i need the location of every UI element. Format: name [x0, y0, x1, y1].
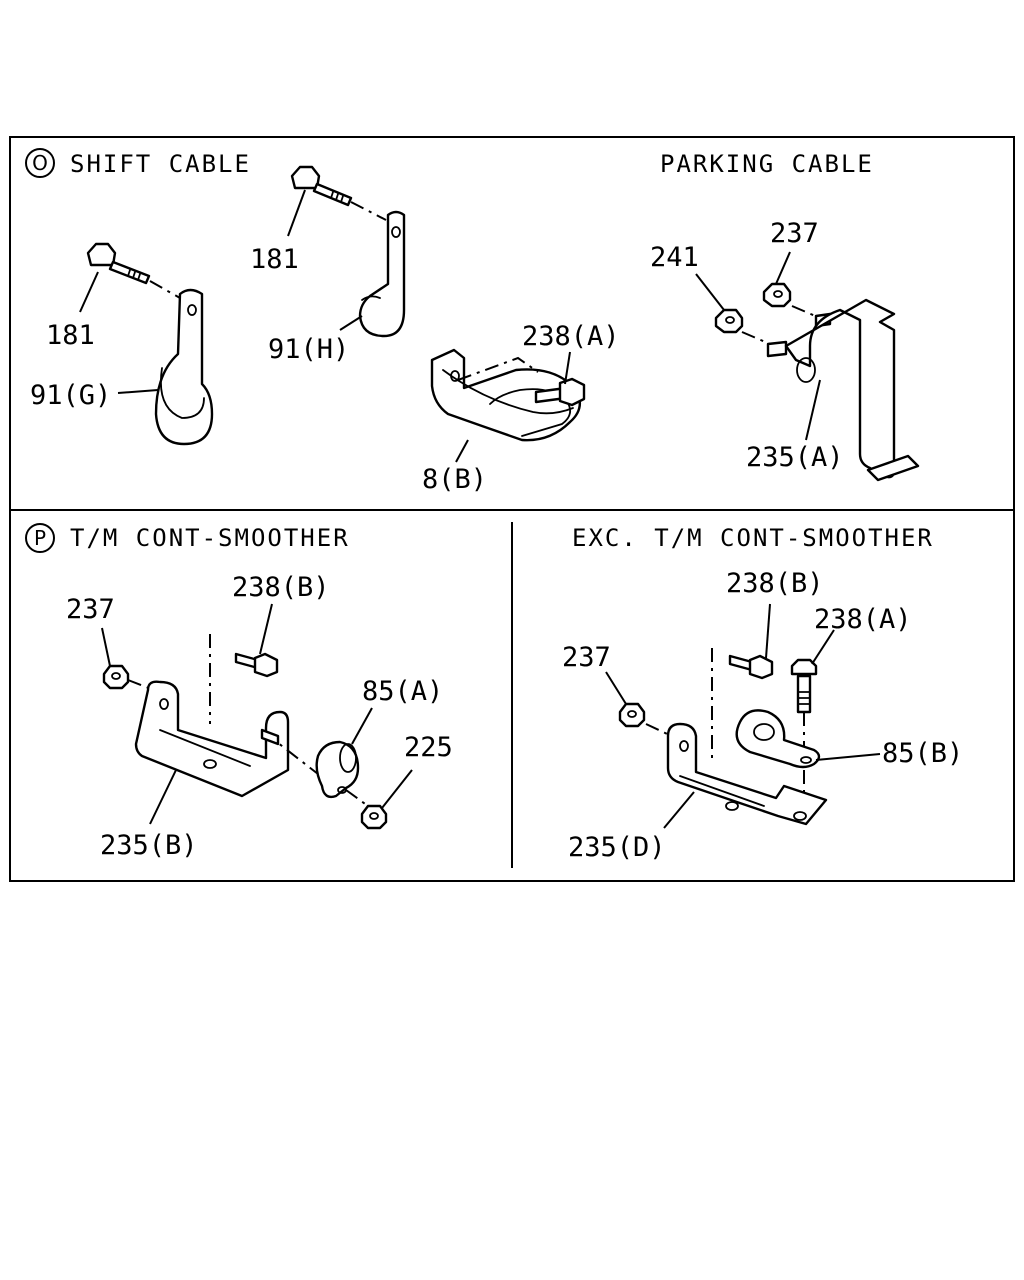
nut-icon [714, 308, 744, 334]
callout-235d: 235(D) [568, 832, 666, 863]
callout-237-park: 237 [770, 218, 819, 249]
callout-238a-x: 238(A) [814, 604, 912, 635]
bracket-icon [784, 298, 920, 482]
callout-8b: 8(B) [422, 464, 487, 495]
callout-85b: 85(B) [882, 738, 963, 769]
bolt-icon [290, 165, 353, 207]
bolt-icon [86, 242, 151, 285]
nut-icon [618, 702, 646, 728]
shift-cable-title: SHIFT CABLE [70, 150, 251, 178]
callout-225: 225 [404, 732, 453, 763]
clamp-icon [735, 709, 821, 769]
bracket-icon [134, 680, 290, 798]
bracket-icon [666, 722, 828, 826]
parking-cable-title: PARKING CABLE [660, 150, 874, 178]
callout-85a: 85(A) [362, 676, 443, 707]
callout-91h: 91(H) [268, 334, 349, 365]
callout-238b-p: 238(B) [232, 572, 330, 603]
callout-235b: 235(B) [100, 830, 198, 861]
nut-icon [102, 664, 130, 690]
bolt-icon [728, 654, 774, 680]
bracket-icon [154, 288, 214, 446]
callout-235a: 235(A) [746, 442, 844, 473]
callout-241: 241 [650, 242, 699, 273]
bolt-icon [534, 377, 586, 407]
bolt-icon [234, 652, 279, 678]
callout-91g: 91(G) [30, 380, 111, 411]
exc-tm-cont-smoother-title: EXC. T/M CONT-SMOOTHER [572, 524, 934, 552]
section-marker-p: P [25, 523, 55, 553]
section-marker-o-text: O [32, 151, 48, 175]
bracket-icon [358, 210, 406, 338]
callout-238b-x: 238(B) [726, 568, 824, 599]
bolt-icon [790, 658, 818, 714]
callout-237-x: 237 [562, 642, 611, 673]
callout-181-upper: 181 [250, 244, 299, 275]
section-marker-p-text: P [34, 526, 46, 550]
clamp-icon [315, 740, 360, 799]
clip-icon [430, 348, 582, 442]
nut-icon [360, 804, 388, 830]
callout-237-p: 237 [66, 594, 115, 625]
callout-181-lower: 181 [46, 320, 95, 351]
section-marker-o: O [25, 148, 55, 178]
nut-icon [762, 282, 792, 308]
callout-238a-shift: 238(A) [522, 321, 620, 352]
tm-cont-smoother-title: T/M CONT-SMOOTHER [70, 524, 350, 552]
